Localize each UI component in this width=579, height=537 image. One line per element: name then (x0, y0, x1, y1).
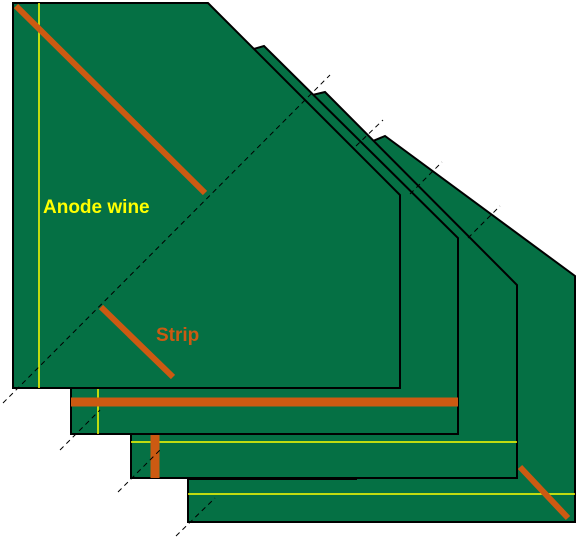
plane-1-strip-upper (13, 3, 208, 196)
guide-lines (2, 74, 501, 537)
anode-wire-label: Anode wine (43, 197, 150, 218)
guide-line-4 (175, 497, 216, 537)
plane-4-strip (517, 464, 571, 521)
guide-line-4b (467, 205, 501, 239)
guide-line-2 (59, 409, 101, 451)
guide-line-2b (355, 119, 384, 147)
plane-1 (12, 2, 401, 389)
guide-line-3b (409, 161, 443, 195)
plane-1-strip-lower (98, 304, 176, 380)
guide-line-3 (117, 449, 161, 493)
strip-label: Strip (156, 325, 199, 346)
